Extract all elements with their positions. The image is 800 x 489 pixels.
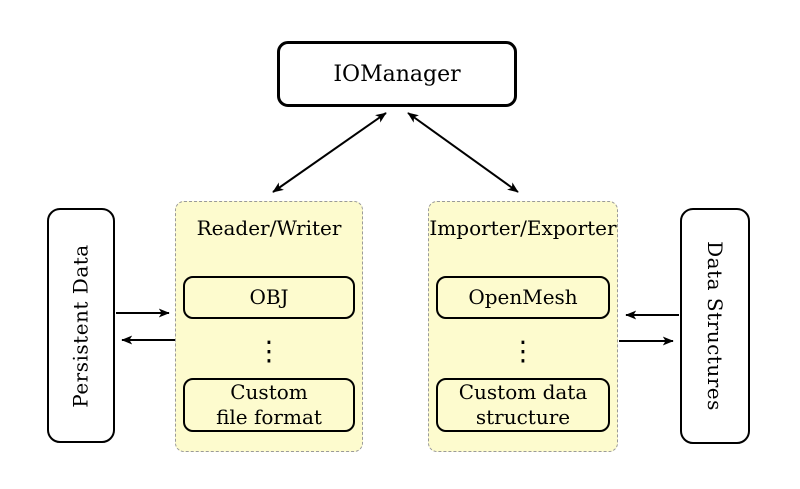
node-iomanager: IOManager — [277, 41, 517, 107]
node-data-structures: Data Structures — [680, 208, 750, 444]
node-custom-data-structure-line1: Custom data — [458, 380, 588, 404]
node-data-structures-label: Data Structures — [703, 241, 727, 411]
node-iomanager-label: IOManager — [333, 61, 461, 87]
ellipsis-reader-writer: ⋮ — [255, 335, 283, 367]
node-openmesh: OpenMesh — [436, 276, 610, 319]
node-openmesh-label: OpenMesh — [468, 285, 578, 309]
node-obj: OBJ — [183, 276, 355, 319]
node-persistent-data: Persistent Data — [47, 208, 115, 443]
node-custom-file-format-line1: Custom — [230, 380, 308, 404]
arrow-iomanager-importer-exporter — [407, 112, 519, 193]
node-persistent-data-label: Persistent Data — [69, 243, 94, 408]
node-custom-data-structure: Custom data structure — [436, 378, 610, 432]
panel-importer-exporter: Importer/Exporter OpenMesh ⋮ Custom data… — [428, 201, 618, 452]
panel-reader-writer: Reader/Writer OBJ ⋮ Custom file format — [175, 201, 363, 452]
ellipsis-importer-exporter: ⋮ — [509, 335, 537, 367]
node-custom-data-structure-line2: structure — [475, 405, 571, 429]
arrow-iomanager-reader-writer — [272, 112, 387, 193]
panel-importer-exporter-title: Importer/Exporter — [429, 216, 617, 240]
node-obj-label: OBJ — [249, 285, 289, 309]
panel-reader-writer-title: Reader/Writer — [196, 216, 342, 240]
node-custom-file-format-line2: file format — [216, 405, 322, 429]
node-custom-file-format: Custom file format — [183, 378, 355, 432]
